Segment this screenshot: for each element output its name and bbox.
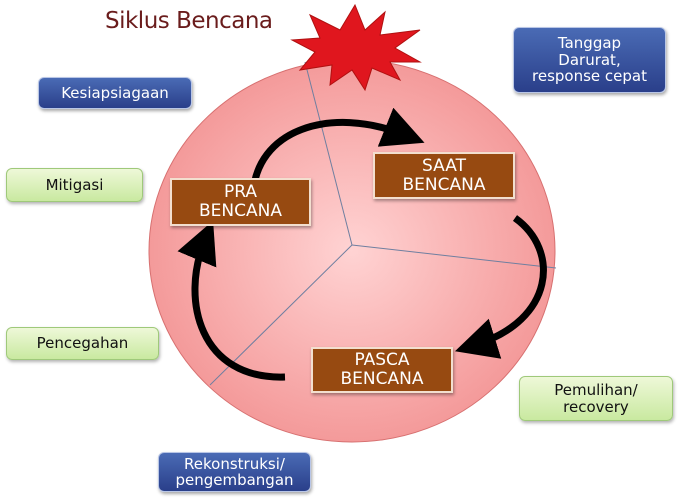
label-pemulihan: Pemulihan/recovery [519, 376, 673, 421]
explosion-burst-icon [290, 3, 422, 92]
divider-line [304, 61, 353, 246]
arrow-pra-to-saat [249, 107, 425, 197]
label-line: response cepat [532, 67, 647, 86]
label-rekonstruksi: Rekonstruksi/pengembangan [158, 452, 311, 492]
phase-line: BENCANA [199, 201, 282, 221]
label-line: Darurat, [558, 50, 621, 69]
diagram-title: Siklus Bencana [105, 8, 273, 34]
arrow-pasca-to-pra [177, 220, 286, 381]
divider-line [351, 244, 557, 269]
label-line: Pemulihan/ [554, 381, 638, 399]
label-line: Rekonstruksi/ [184, 454, 285, 473]
arrow-saat-to-pasca [454, 215, 547, 359]
phase-line: PASCA [354, 350, 410, 371]
phase-line: PRA [223, 182, 257, 203]
label-line: recovery [563, 397, 629, 416]
label-mitigasi: Mitigasi [6, 168, 143, 202]
phase-line: BENCANA [340, 369, 424, 389]
label-kesiapsiagaan: Kesiapsiagaan [38, 77, 192, 109]
label-line: pengembangan [175, 471, 294, 489]
label-pencegahan: Pencegahan [6, 327, 159, 360]
phase-line: SAAT [422, 155, 466, 176]
label-line: Tanggap [557, 34, 622, 53]
phase-line: BENCANA [402, 174, 486, 195]
